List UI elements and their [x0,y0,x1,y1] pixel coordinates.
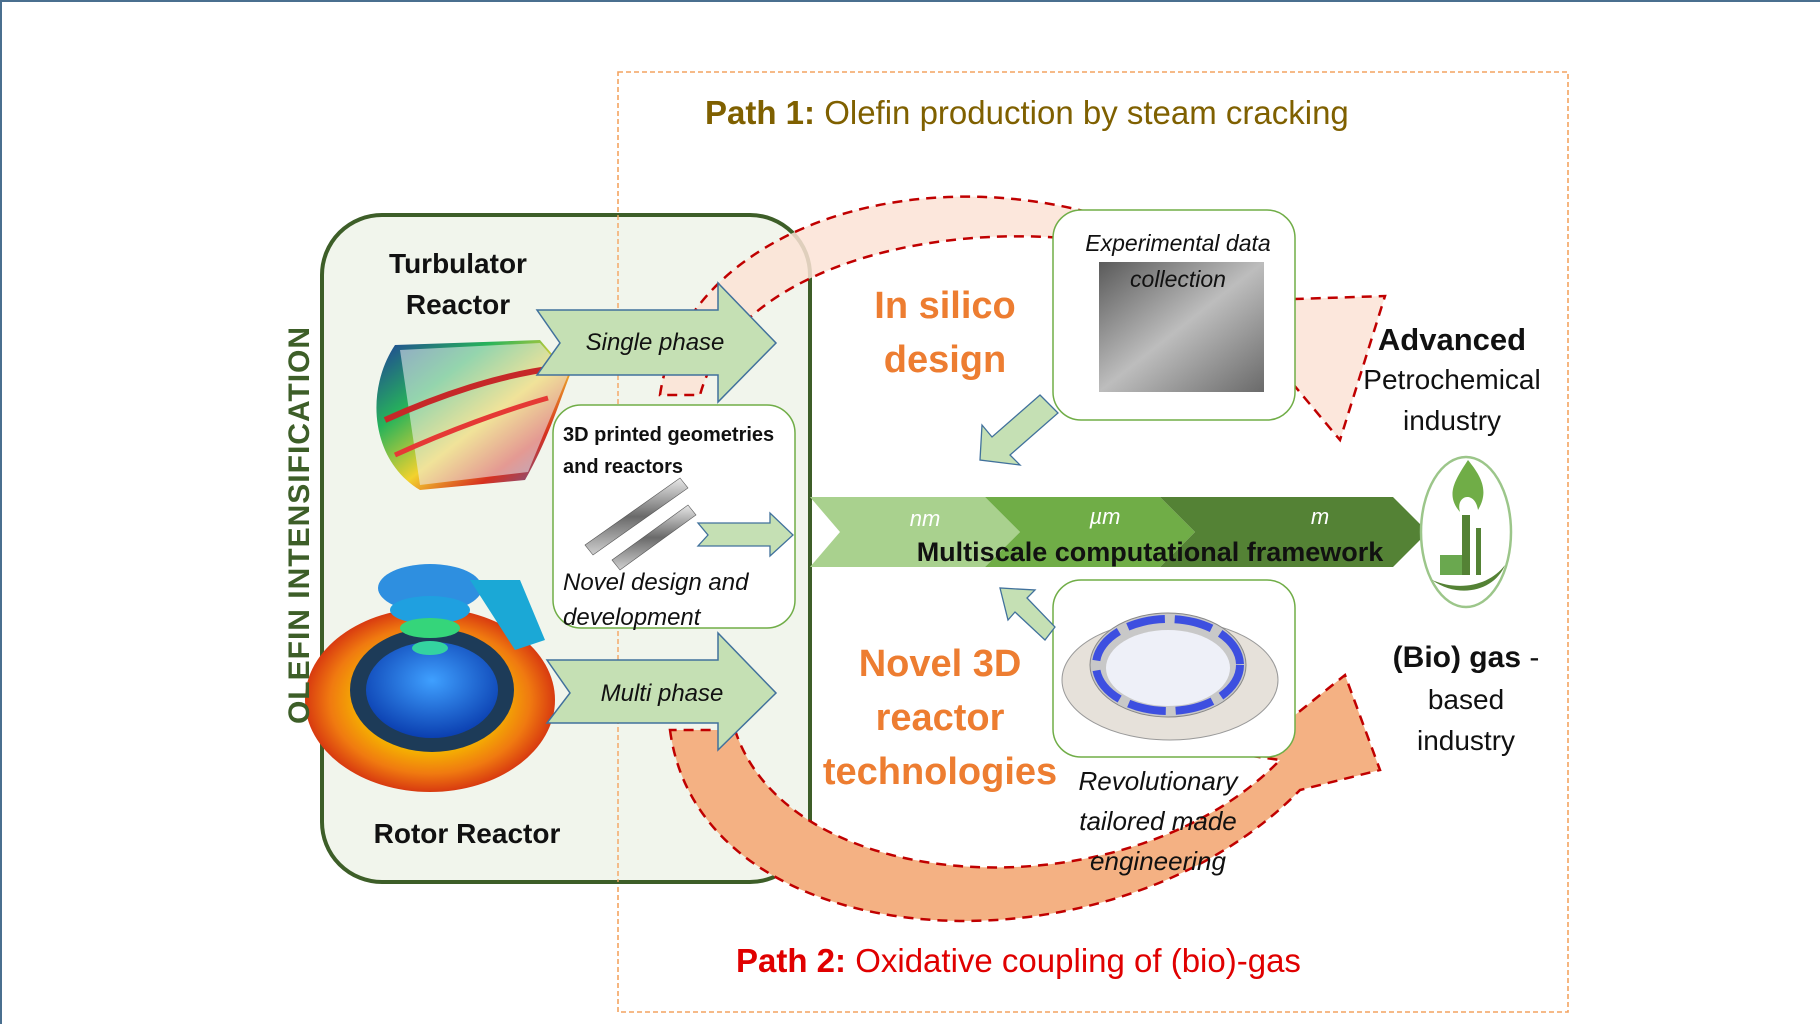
revolutionary-line3: engineering [1090,846,1226,876]
printed-title-line1: 3D printed geometries [563,424,775,446]
scale-chevron-m [1160,497,1428,567]
path2-title: Path 2: Oxidative coupling of (bio)-gas [736,944,1301,977]
in-silico-design-label: In silico design [874,280,1015,388]
scale-label-m: m [1310,504,1330,529]
turbulator-label-line1: Turbulator [389,248,527,279]
printed-to-framework-arrow [696,511,794,558]
olefin-intensification-title: OLEFIN INTENSIFICATION [283,325,316,725]
in-silico-line1: In silico [874,285,1016,327]
revolutionary-to-framework-arrow [999,587,1056,641]
biogas-line3: industry [1416,725,1516,756]
scale-label-nm: nm [909,506,941,531]
novel-3d-label: Novel 3D reactor technologies [823,638,1057,800]
biogas-line2: based [1427,684,1505,715]
path1-text: Olefin production by steam cracking [824,94,1349,131]
refinery-flame-icon [1419,455,1513,609]
advanced-line2: Petrochemical [1363,364,1541,395]
turbulator-cfd-image [376,340,570,490]
single-phase-arrow [535,281,778,404]
scale-chevron-um [985,497,1195,567]
in-silico-line2: design [883,338,1007,381]
biogas-line1: (Bio) gas - [1393,643,1540,673]
scale-label-um: µm [1089,504,1121,529]
experimental-to-framework-arrow [979,394,1059,466]
single-phase-label: Single phase [585,329,725,356]
advanced-line3: industry [1402,405,1502,436]
novel-3d-line1: Novel 3D [858,643,1022,685]
printed-tubes-image [584,477,697,571]
frame-left-border [0,0,2,1024]
rotor-reactor-label: Rotor Reactor [373,818,561,849]
reactor-ring-image [1061,612,1279,741]
turbulator-label-line2: Reactor [405,289,511,320]
biogas-bold: (Bio) gas [1392,641,1522,674]
experimental-line1: Experimental data [1085,230,1271,256]
multiscale-framework-label: Multiscale computational framework [916,537,1384,567]
path2-arrow [668,672,1382,923]
multi-phase-label: Multi phase [600,680,724,707]
outer-dashed-frame [617,71,1569,1013]
printed-title-line2: and reactors [563,456,684,478]
printed-caption-line1: Novel design and [563,569,749,596]
path1-arrow [658,195,1387,443]
path2-label: Path 2: [736,942,847,979]
experimental-line2: collection [1130,266,1226,292]
biogas-dash: - [1521,641,1540,674]
path1-title: Path 1: Olefin production by steam crack… [705,96,1349,129]
frame-top-border [0,0,1820,2]
novel-3d-line3: technologies [822,750,1058,793]
rotor-cfd-image [305,564,555,792]
scale-chevron-nm [810,497,1020,567]
multi-phase-arrow [545,631,778,752]
novel-3d-line2: reactor [875,696,1005,739]
advanced-line1: Advanced [1377,322,1527,357]
revolutionary-line2: tailored made [1079,806,1237,836]
path2-text: Oxidative coupling of (bio)-gas [855,942,1301,979]
experimental-photo [1099,262,1264,392]
path1-label: Path 1: [705,94,816,131]
printed-caption-line2: development [563,604,701,631]
revolutionary-line1: Revolutionary [1078,766,1238,796]
